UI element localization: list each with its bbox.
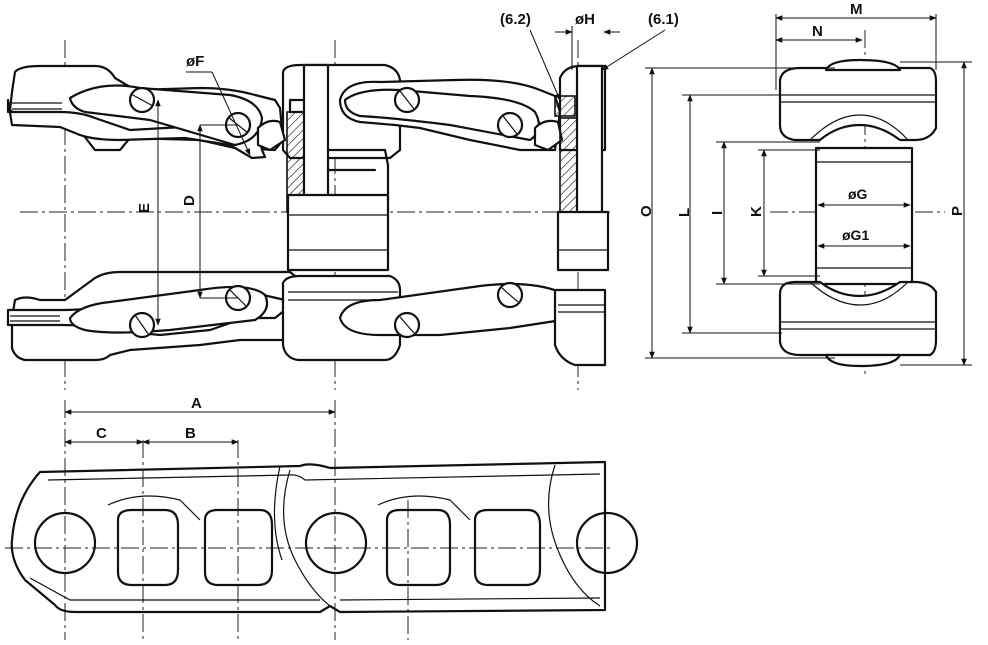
bushing-sections: [286, 63, 610, 272]
label-b: B: [185, 425, 196, 442]
label-n: N: [812, 23, 823, 40]
label-m: M: [850, 1, 863, 18]
end-view: M N O L I K P øG øG1: [638, 1, 972, 375]
side-view: A C B: [5, 395, 639, 640]
lower-links: [6, 270, 607, 367]
label-c: C: [96, 425, 107, 442]
label-k: K: [748, 206, 765, 217]
label-h: øH: [575, 11, 595, 28]
callout-6-2: (6.2): [500, 11, 531, 28]
top-view: E D øF (6.2) øH (6.1): [6, 11, 679, 390]
label-o: O: [638, 205, 655, 217]
label-e: E: [136, 203, 153, 213]
callout-6-1: (6.1): [648, 11, 679, 28]
label-g: øG: [848, 186, 868, 202]
label-d: D: [181, 195, 198, 206]
label-l: L: [676, 208, 693, 217]
label-a: A: [191, 395, 202, 412]
label-f: øF: [186, 53, 204, 70]
label-p: P: [949, 206, 966, 216]
label-i: I: [709, 211, 726, 215]
label-g1: øG1: [842, 227, 869, 243]
